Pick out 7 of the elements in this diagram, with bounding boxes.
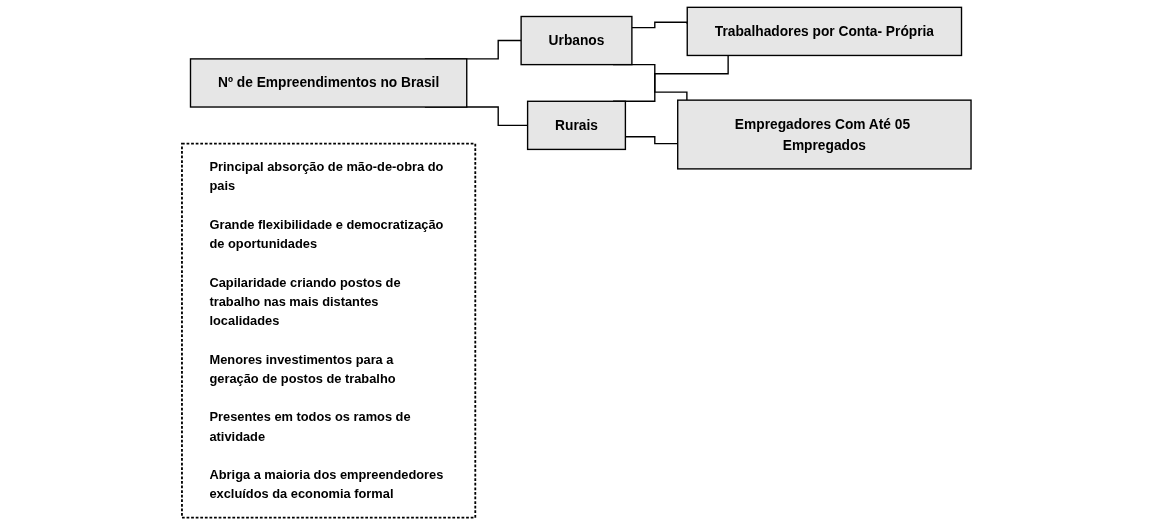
- node-box: Rurais: [526, 100, 627, 151]
- node-box: Trabalhadores por Conta- Própria: [686, 6, 963, 57]
- node-box: Urbanos: [520, 15, 633, 66]
- connector: [631, 21, 688, 29]
- node-box: Empregadores Com Até 05 Empregados: [677, 99, 972, 170]
- node-box: Nº de Empreendimentos no Brasil: [189, 58, 468, 108]
- node-box: Principal absorção de mão-de-obra do pais Grande flexibilidade e democratização de oportunidades Capilaridade criando postos de trabalho nas mais distantes localidades Menores investimentos para a geração de postos de trabalho Presentes em todos os ramos de atividade Abriga a maioria dos empreendedores excluídos da economia formal: [181, 142, 477, 519]
